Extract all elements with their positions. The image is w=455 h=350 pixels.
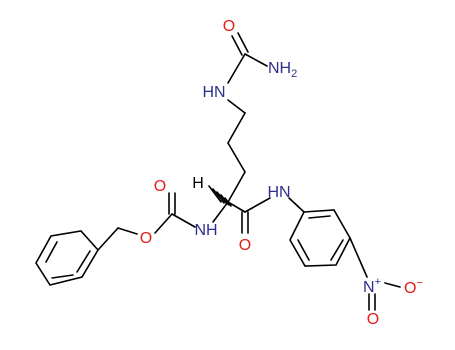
- bond-urea-c-nh2: [244, 53, 268, 67]
- nitrophenyl-inner-3: [297, 239, 310, 261]
- bond-urea-c-o-1: [231, 35, 243, 56]
- atom-nh2-urea: NH2: [268, 60, 297, 80]
- atom-h-stereo: H: [192, 175, 204, 192]
- bond-cco-nh: [244, 197, 271, 213]
- benzyl-inner-1: [76, 250, 91, 273]
- bond-ch2-ring: [97, 227, 119, 251]
- bond-ch2-a-ch2-b: [227, 112, 246, 144]
- bonds: [35, 32, 401, 311]
- bond-carbamate-c-o: [154, 213, 173, 234]
- atom-o-carbamate-db: O: [154, 178, 166, 195]
- nitrophenyl-inner-1: [308, 215, 331, 219]
- nitrophenyl-inner-2: [330, 239, 344, 261]
- bond-ring-nitro: [349, 237, 368, 278]
- benzyl-inner-2: [45, 241, 58, 263]
- atom-o-urea: O: [223, 18, 235, 35]
- bond-nh-ring: [288, 197, 305, 213]
- bond-ch2-c-calpha: [227, 171, 246, 203]
- bond-o-ch2: [117, 227, 138, 235]
- atom-labels: O NH2 HN H HN O NH O O N+ O− O: [140, 18, 423, 328]
- atom-nh-carbamate: NH: [194, 222, 217, 239]
- benzyl-inner-3: [51, 274, 74, 279]
- bond-nitro-ominus: [384, 282, 401, 288]
- bond-urea-c-o-2: [237, 32, 249, 53]
- benzyl-ring: [35, 230, 99, 286]
- atom-n-nitro: N+: [363, 276, 381, 296]
- atom-o-nitro-minus: O−: [404, 277, 423, 297]
- bond-urea-c-nh: [227, 53, 246, 84]
- bond-calpha-cco: [227, 201, 246, 213]
- atom-o-nitro-db: O: [367, 311, 379, 328]
- bond-nh-ch2-a: [227, 99, 246, 114]
- atom-hn-anilide: HN: [267, 184, 290, 201]
- bond-calpha-nh: [212, 201, 229, 223]
- nitrophenyl-ring: [289, 209, 351, 267]
- bond-nh-carbamate-c: [171, 213, 196, 228]
- atom-hn-urea: HN: [202, 84, 225, 101]
- atom-o-carbamate-ester: O: [140, 230, 152, 247]
- atom-o-amide: O: [239, 237, 251, 254]
- bond-ch2-b-ch2-c: [227, 142, 246, 173]
